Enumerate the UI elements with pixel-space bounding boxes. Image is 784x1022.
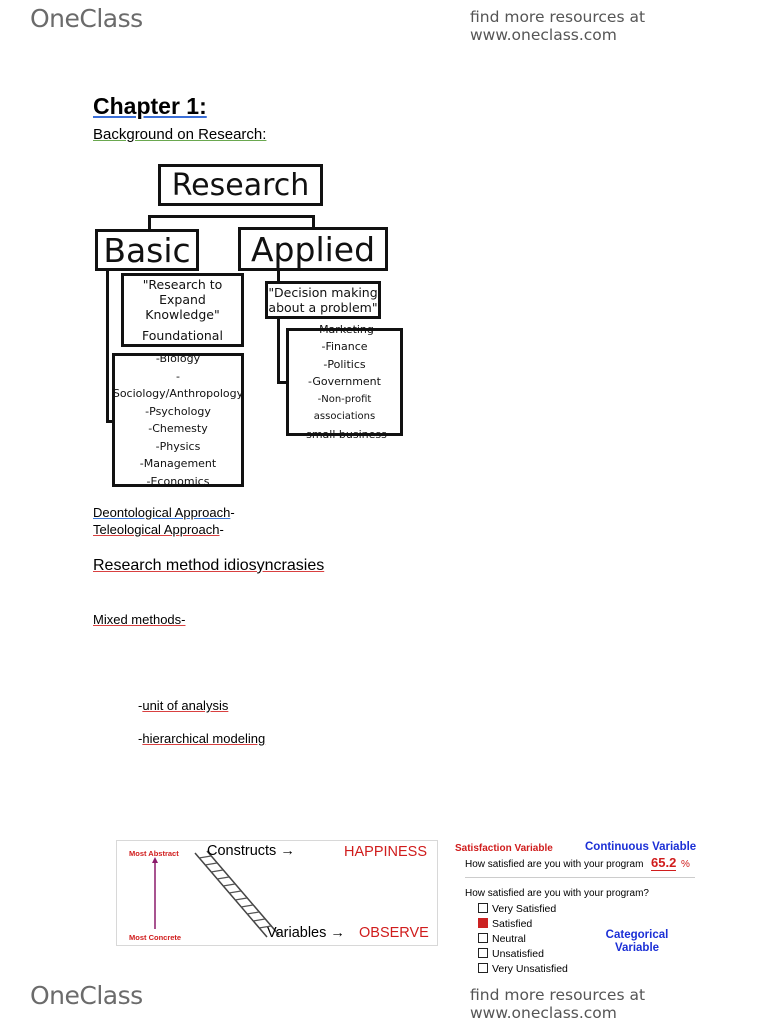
question-one: How satisfied are you with your program [465, 859, 644, 870]
arrow-head-icon [152, 857, 158, 863]
variables-label: Variables → [267, 925, 345, 941]
continuous-variable-label: Continuous Variable [585, 841, 697, 853]
option-very-satisfied: Very Satisfied [478, 902, 568, 917]
basic-definition-box: "Research to Expand Knowledge" Foundatio… [121, 273, 244, 347]
option-label: Very Unsatisfied [492, 963, 568, 975]
option-label: Very Satisfied [492, 903, 557, 915]
applied-fields-list: -Marketing -Finance -Politics -Governmen… [286, 323, 403, 441]
basic-quote-line: Expand [159, 292, 206, 307]
basic-box: Basic [95, 229, 199, 271]
connector [312, 215, 315, 230]
list-item: -Government [308, 375, 381, 389]
checkbox-icon [478, 933, 488, 943]
chapter-title: Chapter 1: [93, 93, 207, 119]
ladder-graphic [152, 850, 280, 938]
unit-term: unit of analysis [142, 698, 229, 713]
research-box: Research [158, 164, 323, 206]
basic-quote-line: Knowledge" [145, 307, 220, 322]
unit-of-analysis: -unit of analysis [138, 698, 228, 713]
applied-definition-box: "Decision making about a problem" [265, 281, 381, 319]
observe-label: OBSERVE [359, 925, 429, 941]
divider [465, 877, 695, 878]
happiness-label: HAPPINESS [344, 844, 427, 860]
option-label: Neutral [492, 933, 526, 945]
applied-quote-line: about a problem" [268, 300, 378, 315]
deontological-term: Deontological Approach [93, 505, 231, 520]
checkbox-icon [478, 948, 488, 958]
most-abstract-label: Most Abstract [129, 849, 179, 858]
oneclass-logo: OneClass [30, 4, 143, 33]
option-label: Unsatisfied [492, 948, 544, 960]
dash: - [138, 731, 143, 746]
ladder-rail [206, 850, 280, 936]
list-item: -Non-profit associations [313, 393, 376, 423]
applied-box: Applied [238, 227, 388, 271]
deontological-approach: Deontological Approach- [93, 505, 235, 520]
connector [106, 420, 114, 423]
constructs-label: Constructs → [207, 843, 295, 859]
option-neutral: Neutral [478, 932, 568, 947]
idiosyncrasies-heading: Research method idiosyncrasies [93, 557, 325, 574]
categorical-variable-label: Categorical Variable [602, 929, 672, 955]
option-satisfied: Satisfied [478, 917, 568, 932]
most-concrete-label: Most Concrete [129, 933, 182, 942]
list-item: -small business [302, 427, 387, 441]
list-item: -Sociology/Anthropology [112, 369, 244, 401]
list-item: -Politics [323, 357, 366, 371]
list-item: -Marketing [315, 322, 374, 336]
option-unsatisfied: Unsatisfied [478, 947, 568, 962]
footer-tagline: find more resources at www.oneclass.com [470, 986, 646, 1022]
teleological-term: Teleological Approach [93, 522, 220, 537]
checkbox-icon [478, 903, 488, 913]
basic-quote-line: "Research to [142, 277, 223, 292]
list-item: -Biology [155, 352, 201, 365]
hierarchical-term: hierarchical modeling [142, 731, 266, 746]
connector [277, 270, 280, 383]
categorical-line: Variable [614, 942, 660, 954]
mixed-methods: Mixed methods- [93, 612, 186, 627]
connector [148, 215, 313, 218]
dash: - [219, 522, 224, 537]
survey-figure: Satisfaction Variable Continuous Variabl… [452, 838, 704, 980]
applied-quote-line: "Decision making [268, 285, 378, 300]
options-list: Very Satisfied Satisfied Neutral Unsatis… [478, 902, 568, 977]
list-item: -Psychology [145, 404, 211, 418]
list-item: -Chemesty [148, 422, 208, 435]
oneclass-logo-footer: OneClass [30, 981, 143, 1010]
option-label: Satisfied [492, 918, 533, 930]
hierarchical-modeling: -hierarchical modeling [138, 731, 265, 746]
list-item: -Finance [321, 340, 368, 354]
percent-sign: % [681, 859, 690, 870]
ladder-rungs [198, 855, 272, 929]
list-item: -Economics [146, 474, 210, 488]
checked-checkbox-icon [478, 918, 488, 928]
ladder-figure: Most Abstract Most Concrete Constructs →… [116, 840, 438, 946]
basic-fields-list: -Biology -Sociology/Anthropology -Psycho… [112, 352, 244, 488]
list-item: -Physics [155, 439, 201, 453]
basic-foundational: Foundational [142, 328, 223, 343]
teleological-approach: Teleological Approach- [93, 522, 224, 537]
ladder-rail [194, 852, 268, 938]
section-subtitle: Background on Research: [93, 126, 267, 143]
connector [106, 270, 109, 422]
answer-value: 65.2 [651, 855, 677, 871]
satisfaction-variable-label: Satisfaction Variable [455, 843, 553, 854]
list-item: -Management [139, 457, 217, 470]
dash: - [138, 698, 143, 713]
header-tagline: find more resources at www.oneclass.com [470, 8, 646, 44]
option-very-unsatisfied: Very Unsatisfied [478, 962, 568, 977]
connector [148, 215, 151, 230]
categorical-line: Categorical [605, 929, 669, 941]
checkbox-icon [478, 963, 488, 973]
question-two: How satisfied are you with your program? [465, 888, 649, 899]
dash: - [230, 505, 235, 520]
connector [277, 381, 287, 384]
